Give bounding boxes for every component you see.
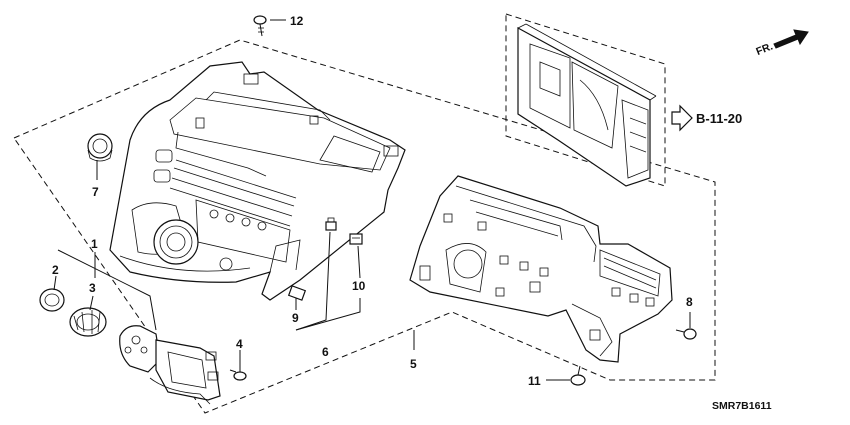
display-unit: [517, 23, 657, 187]
front-arrow-icon: FR.: [754, 29, 809, 58]
screw-4: [229, 369, 247, 381]
callout-5: 5: [410, 357, 417, 371]
callout-3: 3: [89, 281, 96, 295]
reference-arrow: B-11-20: [671, 104, 742, 132]
reference-label: B-11-20: [696, 111, 742, 126]
callout-11: 11: [528, 374, 541, 388]
knob-3: [69, 307, 107, 337]
leader-lines: [53, 19, 691, 381]
audio-unit-chassis: [409, 175, 673, 363]
clip-6: [325, 217, 337, 231]
callout-8: 8: [686, 295, 693, 309]
callout-4: 4: [236, 337, 243, 351]
screw-12: [253, 15, 267, 37]
front-label: FR.: [754, 40, 774, 57]
callout-10: 10: [352, 279, 366, 293]
assembly-boundary: [13, 39, 716, 414]
callout-12: 12: [290, 14, 304, 28]
callout-1: 1: [91, 237, 98, 251]
callout-7: 7: [92, 185, 99, 199]
clip-9: [287, 285, 307, 301]
knob-7: [87, 133, 113, 162]
knob-assembly: [119, 325, 221, 405]
diagram-code: SMR7B1611: [712, 400, 772, 412]
callout-2: 2: [52, 263, 59, 277]
clip-10: [349, 233, 363, 245]
screw-8: [675, 328, 697, 340]
front-panel: [109, 61, 406, 301]
inset-boundary: [505, 13, 666, 187]
knob-ring: [39, 288, 65, 312]
callout-9: 9: [292, 311, 299, 325]
screw-11: [570, 365, 586, 386]
callout-6: 6: [322, 345, 329, 359]
